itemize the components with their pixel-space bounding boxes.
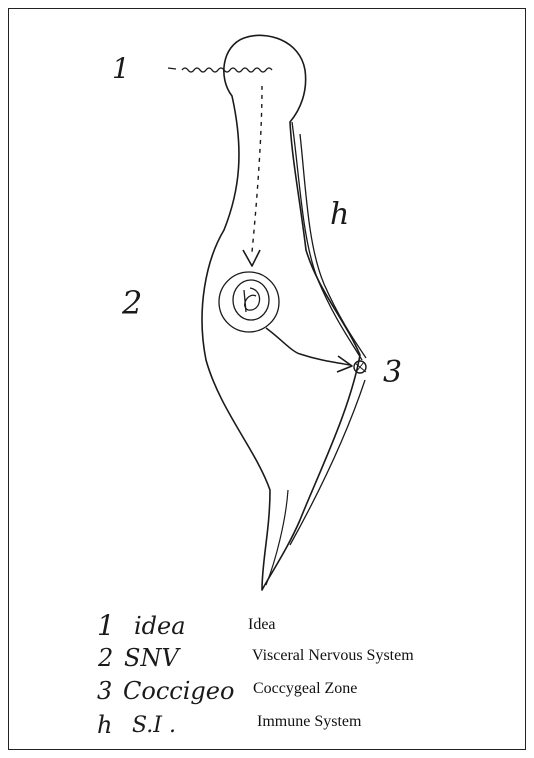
tail-stroke xyxy=(290,380,365,545)
visceral-outer-ring xyxy=(219,272,279,332)
legend-typed-2: Visceral Nervous System xyxy=(252,647,414,665)
visceral-middle-ring xyxy=(233,280,269,320)
visceral-core-mark xyxy=(244,288,260,312)
dashed-arrowhead xyxy=(243,250,260,266)
label-two: 2 xyxy=(121,284,142,322)
legend-typed-4: Immune System xyxy=(257,713,361,731)
legend-handwritten-4: S.I . xyxy=(132,713,176,738)
label-one: 1 xyxy=(112,52,130,85)
legend-handwritten-2: SNV xyxy=(124,644,181,672)
dashed-descent-line xyxy=(252,86,262,252)
idea-pointer-line xyxy=(168,68,272,72)
legend-number-3: 3 xyxy=(97,677,112,705)
legend-number-1: 1 xyxy=(97,609,115,642)
body-outline xyxy=(202,35,360,590)
legend-typed-1: Idea xyxy=(248,616,276,634)
legend-number-4: h xyxy=(97,711,112,739)
legend-number-2: 2 xyxy=(97,644,113,672)
label-three: 3 xyxy=(383,355,402,390)
legend-handwritten-3: Coccigeo xyxy=(123,677,234,705)
visceral-to-coccygeal-arrow xyxy=(266,328,350,365)
legend-typed-3: Coccygeal Zone xyxy=(253,680,357,698)
immune-channel-inner xyxy=(300,134,366,358)
legend-handwritten-1: idea xyxy=(134,612,186,640)
label-four: h xyxy=(330,197,349,232)
